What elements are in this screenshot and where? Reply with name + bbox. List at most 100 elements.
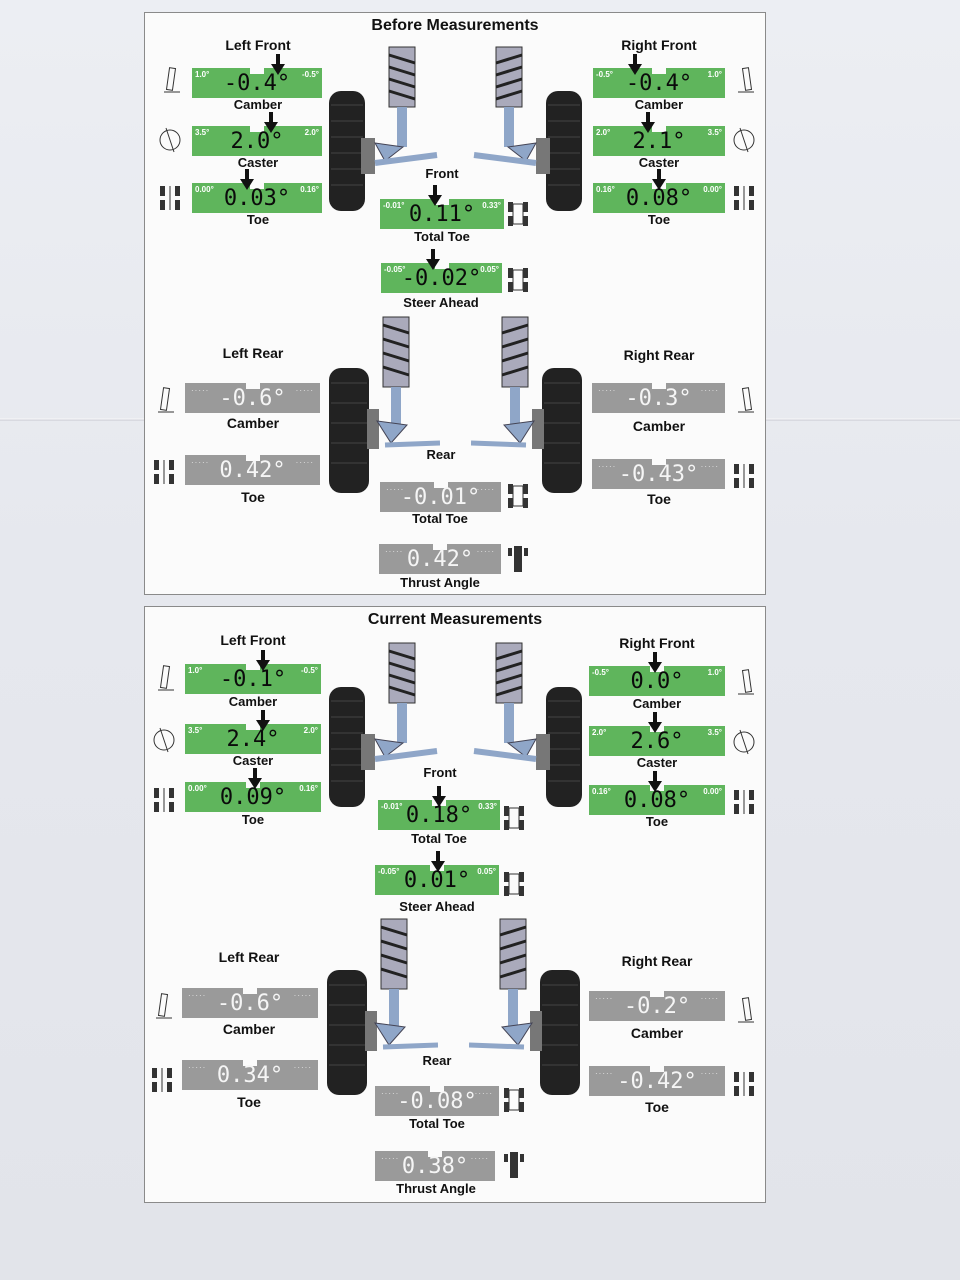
range-max: 3.5° xyxy=(707,128,722,137)
range-dots: ····· xyxy=(191,458,210,467)
gauge-value: 0.03° xyxy=(223,186,291,211)
camber-symbol-icon xyxy=(158,665,174,691)
range-dots: ····· xyxy=(700,462,719,471)
range-dots: ····· xyxy=(293,991,312,1000)
gauge-label: Camber xyxy=(630,1025,684,1041)
left-rear-toe-gauge: 0.42° ·········· xyxy=(185,455,320,485)
gauge-label: Toe xyxy=(237,1094,261,1110)
range-min: 0.16° xyxy=(592,787,611,796)
gauge-notch xyxy=(245,383,260,389)
gauge-value: -0.42° xyxy=(617,1069,697,1094)
gauge-notch xyxy=(243,1060,257,1066)
gauge-value: 0.08° xyxy=(623,788,691,813)
vehicle-symbol-icon xyxy=(508,268,528,292)
rear-left-suspension-icon xyxy=(329,316,440,493)
marker-arrow-icon xyxy=(271,54,285,75)
gauge-label: Caster xyxy=(232,753,274,768)
gauge-value: 0.34° xyxy=(216,1063,284,1088)
range-dots: ····· xyxy=(598,462,617,471)
gauge-label: Caster xyxy=(636,755,678,770)
steer-ahead-gauge: -0.05° 0.05° 0.01° xyxy=(375,865,499,895)
gauge-label: Toe xyxy=(241,812,265,827)
front-left-suspension-icon xyxy=(329,642,438,807)
gauge-label: Camber xyxy=(233,97,283,112)
gauge-notch xyxy=(246,664,260,670)
gauge-label: Camber xyxy=(632,696,682,711)
front-right-suspension-icon xyxy=(473,46,582,211)
range-dots: ····· xyxy=(598,386,617,395)
range-dots: ····· xyxy=(700,1069,719,1078)
camber-symbol-icon xyxy=(164,67,180,93)
camber-symbol-icon xyxy=(158,387,174,413)
range-min: 0.00° xyxy=(188,784,207,793)
rear-left-suspension-icon xyxy=(327,918,438,1095)
gauge-label: Camber xyxy=(228,694,278,709)
gauge-value: 2.6° xyxy=(630,729,684,754)
marker-arrow-icon xyxy=(628,54,642,75)
gauge-value: 2.0° xyxy=(230,129,284,154)
front-axle-label: Front xyxy=(425,166,459,181)
gauge-value: 0.38° xyxy=(401,1154,469,1179)
gauge-notch xyxy=(428,1151,442,1157)
range-dots: ····· xyxy=(470,1154,489,1163)
gauge-notch xyxy=(250,68,264,74)
gauge-value: -0.43° xyxy=(618,462,699,487)
marker-arrow-icon xyxy=(648,771,662,792)
thrust-angle-gauge: 0.42° ·········· xyxy=(379,544,501,574)
gauge-label: Caster xyxy=(237,155,279,170)
gauge-notch xyxy=(433,482,448,488)
left-front-title: Left Front xyxy=(225,37,291,53)
gauge-value: -0.2° xyxy=(623,994,691,1019)
gauge-value: -0.01° xyxy=(400,485,481,510)
gauge-notch xyxy=(433,544,447,550)
range-min: -0.05° xyxy=(378,867,400,876)
gauge-notch xyxy=(651,459,666,465)
left-rear-camber-gauge: -0.6° ·········· xyxy=(185,383,320,413)
marker-arrow-icon xyxy=(426,249,440,270)
range-dots: ····· xyxy=(295,386,314,395)
left-front-title: Left Front xyxy=(220,632,286,648)
range-dots: ····· xyxy=(474,1089,493,1098)
gauge-label: Total Toe xyxy=(409,1116,465,1131)
gauge-label: Toe xyxy=(241,489,265,505)
gauge-value: -0.4° xyxy=(625,71,693,96)
range-dots: ····· xyxy=(385,547,404,556)
right-front-title: Right Front xyxy=(621,37,697,53)
range-max: 0.16° xyxy=(299,784,318,793)
camber-symbol-icon xyxy=(738,997,754,1023)
range-dots: ····· xyxy=(381,1154,400,1163)
right-rear-toe-gauge: -0.42° ·········· xyxy=(589,1066,725,1096)
gauge-label: Toe xyxy=(647,212,671,227)
gauge-value: 2.1° xyxy=(632,129,686,154)
right-front-camber-gauge: -0.5° 1.0° -0.4° xyxy=(593,68,725,98)
rear-right-suspension-icon xyxy=(471,316,582,493)
range-min: 0.00° xyxy=(195,185,214,194)
vehicle-symbol-icon xyxy=(504,1152,524,1178)
range-min: 2.0° xyxy=(592,728,607,737)
rear-total-toe-gauge: -0.08° ·········· xyxy=(375,1086,499,1116)
gauge-notch xyxy=(652,126,666,132)
rear-axle-label: Rear xyxy=(426,447,456,462)
vehicle-symbol-icon xyxy=(508,484,528,508)
range-max: -0.5° xyxy=(301,666,318,675)
gauge-label: Camber xyxy=(222,1021,276,1037)
range-min: -0.01° xyxy=(383,201,405,210)
range-min: 2.0° xyxy=(596,128,611,137)
toe-symbol-icon xyxy=(734,1072,754,1096)
range-max: 1.0° xyxy=(707,70,722,79)
right-rear-title: Right Rear xyxy=(623,347,695,363)
gauge-value: -0.08° xyxy=(397,1089,477,1114)
range-min: -0.5° xyxy=(596,70,613,79)
gauge-notch xyxy=(246,724,260,730)
gauge-value: -0.1° xyxy=(219,667,287,692)
marker-arrow-icon xyxy=(256,710,270,731)
left-front-camber-gauge: 1.0° -0.5° -0.1° xyxy=(185,664,321,694)
vehicle-symbol-icon xyxy=(504,872,524,896)
rear-axle-label: Rear xyxy=(422,1053,452,1068)
range-min: -0.5° xyxy=(592,668,609,677)
range-dots: ····· xyxy=(700,994,719,1003)
range-min: -0.05° xyxy=(384,265,406,274)
front-left-suspension-icon xyxy=(329,46,438,211)
range-min: 3.5° xyxy=(195,128,210,137)
gauge-value: 0.18° xyxy=(405,803,473,828)
